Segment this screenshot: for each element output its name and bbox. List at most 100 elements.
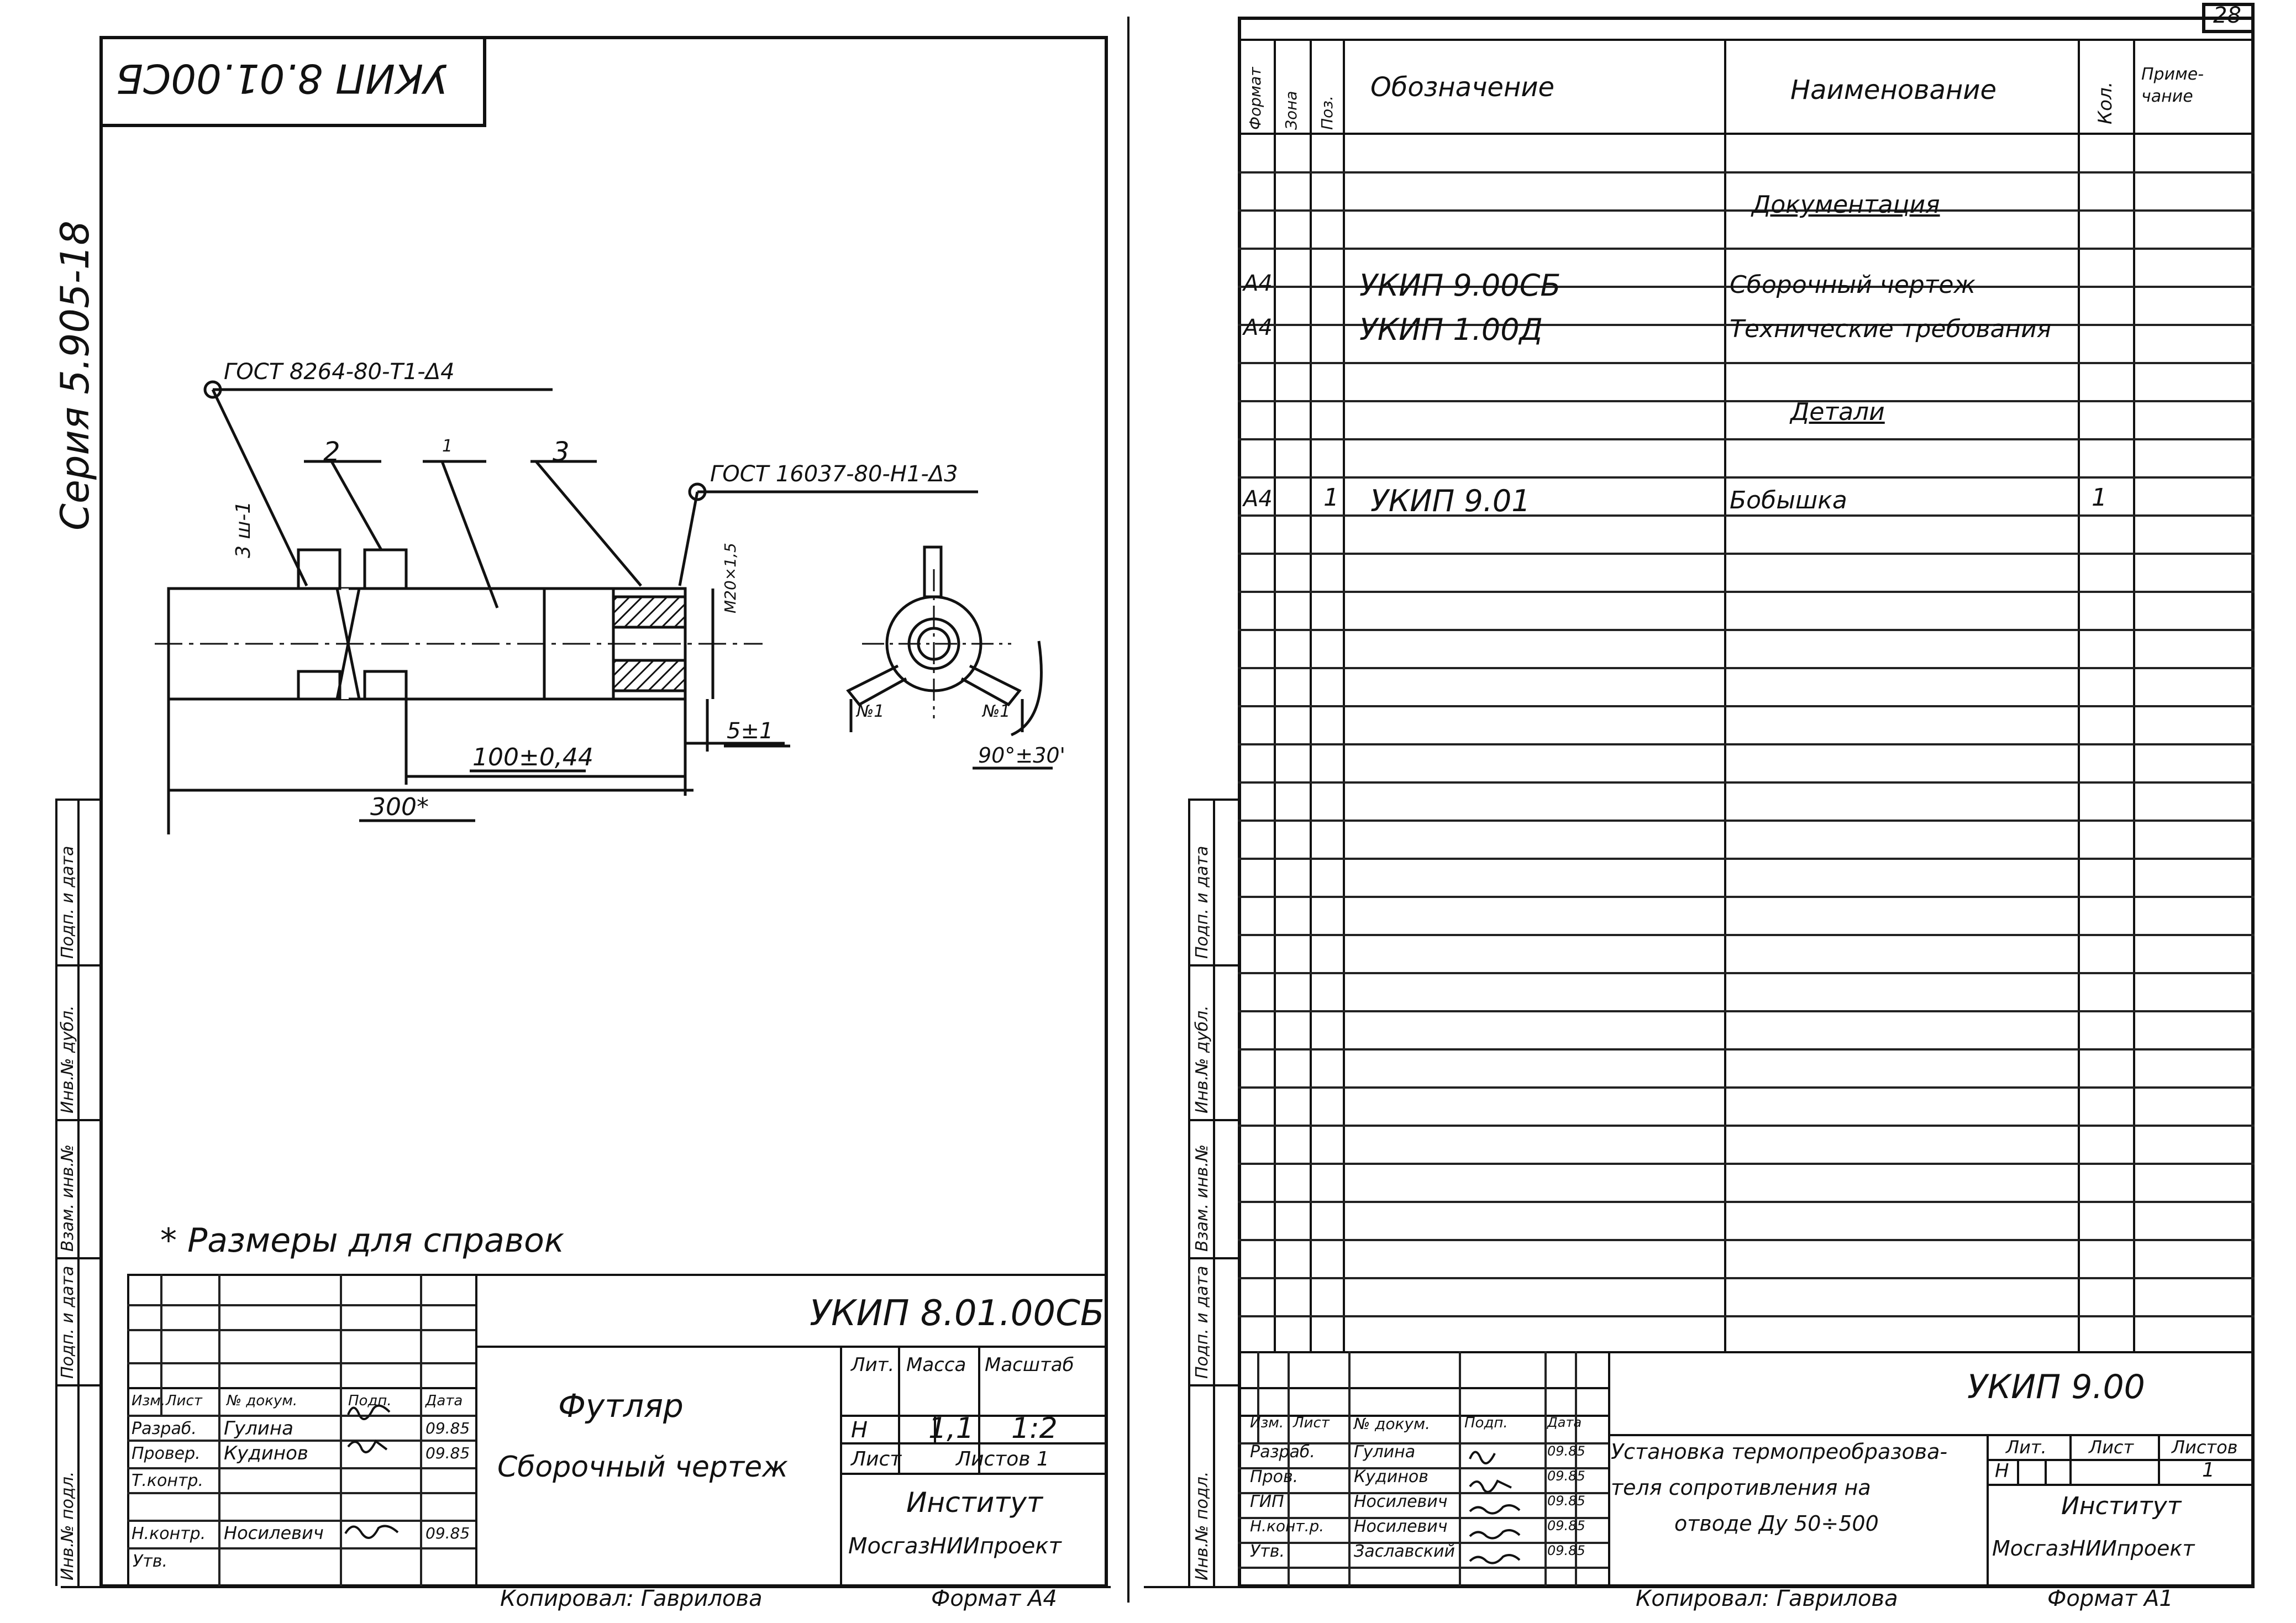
name-1: Кудинов bbox=[224, 1442, 308, 1464]
r-role-4: Утв. bbox=[1250, 1542, 1285, 1561]
part-name: Футляр bbox=[558, 1387, 684, 1425]
r-hdr-date: Дата bbox=[1547, 1415, 1582, 1430]
section-details: Детали bbox=[1790, 398, 1885, 426]
mass-header: Масса bbox=[906, 1354, 966, 1376]
r-hdr-list: Лист bbox=[1293, 1415, 1330, 1431]
spec-row-line bbox=[1238, 553, 2255, 555]
weld-n1-right: №1 bbox=[983, 702, 1011, 721]
section-documentation: Документация bbox=[1752, 191, 1940, 219]
row4-name: Бобышка bbox=[1730, 486, 1847, 514]
r-date-1: 09.85 bbox=[1547, 1468, 1585, 1484]
spec-row-line bbox=[1238, 514, 2255, 517]
left-code: УКИП 8.01.00СБ bbox=[810, 1293, 1105, 1334]
role-0: Разраб. bbox=[132, 1419, 197, 1438]
r-date-2: 09.85 bbox=[1547, 1493, 1585, 1509]
r-name-4: Заславский bbox=[1354, 1542, 1455, 1561]
r-name-line-2: теля сопротивления на bbox=[1611, 1475, 1871, 1500]
dim-100: 100±0,44 bbox=[472, 743, 593, 771]
row2-format: А4 bbox=[1243, 315, 1273, 340]
hdr-designation: Обозначение bbox=[1370, 72, 1555, 103]
row4-pos: 1 bbox=[1323, 484, 1339, 512]
spec-row-line bbox=[1238, 171, 2255, 174]
spec-row-line bbox=[1238, 743, 2255, 745]
r-lit-value: Н bbox=[1995, 1460, 2009, 1482]
r-sheet-header: Лист bbox=[2089, 1437, 2134, 1458]
hdr-izm: Изм. bbox=[132, 1393, 166, 1409]
r-name-0: Гулина bbox=[1354, 1442, 1416, 1462]
position-2: 2 bbox=[323, 437, 340, 468]
row4-code: УКИП 9.01 bbox=[1370, 484, 1531, 518]
date-1: 09.85 bbox=[425, 1444, 470, 1462]
spec-row-line bbox=[1238, 820, 2255, 822]
dim-angle: 90°±30' bbox=[978, 743, 1065, 768]
name-0: Гулина bbox=[224, 1417, 293, 1440]
row1-name: Сборочный чертеж bbox=[1730, 271, 1976, 299]
page-number-box bbox=[2202, 3, 2255, 33]
r-lit-header: Лит. bbox=[2006, 1437, 2047, 1458]
weld-n1-left: №1 bbox=[857, 702, 885, 721]
spec-row-line bbox=[1238, 1201, 2255, 1203]
spec-row-line bbox=[1238, 209, 2255, 212]
r-sheets-header: Листов bbox=[2172, 1437, 2238, 1458]
copied-by-right: Копировал: Гаврилова bbox=[1636, 1586, 1898, 1611]
r-name-1: Кудинов bbox=[1354, 1467, 1428, 1487]
r-sheets-value: 1 bbox=[2202, 1459, 2215, 1482]
spec-row-line bbox=[1238, 1315, 2255, 1317]
spec-row-line bbox=[1238, 781, 2255, 784]
left-bottom-line bbox=[61, 1586, 1111, 1588]
lit-value: Н bbox=[851, 1417, 868, 1443]
spec-row-line bbox=[1238, 1163, 2255, 1165]
r-hdr-doc: № докум. bbox=[1354, 1415, 1431, 1433]
format-right: Формат А1 bbox=[2047, 1586, 2173, 1611]
hdr-doc: № докум. bbox=[227, 1393, 298, 1409]
spec-row-line bbox=[1238, 1086, 2255, 1089]
r-role-3: Н.конт.р. bbox=[1250, 1517, 1325, 1535]
r-date-4: 09.85 bbox=[1547, 1543, 1585, 1558]
hdr-date: Дата bbox=[425, 1393, 463, 1409]
date-0: 09.85 bbox=[425, 1419, 470, 1437]
spec-row-line bbox=[1238, 591, 2255, 593]
scale-value: 1:2 bbox=[1011, 1412, 1058, 1445]
r-role-2: ГИП bbox=[1250, 1492, 1284, 1511]
r-name-3: Носилевич bbox=[1354, 1517, 1448, 1536]
right-code: УКИП 9.00 bbox=[1967, 1368, 2145, 1406]
scale-header: Масштаб bbox=[985, 1354, 1074, 1376]
r-hdr-izm: Изм. bbox=[1250, 1415, 1284, 1431]
date-3: 09.85 bbox=[425, 1524, 470, 1542]
spec-row-line bbox=[1238, 476, 2255, 479]
r-name-2: Носилевич bbox=[1354, 1492, 1448, 1511]
gost-label-1: ГОСТ 8264-80-Т1-Δ4 bbox=[224, 359, 455, 385]
r-name-line-1: Установка термопреобразова- bbox=[1611, 1440, 1948, 1464]
row4-qty: 1 bbox=[2092, 484, 2107, 512]
row2-name: Технические требования bbox=[1730, 315, 2052, 343]
org-line-2: МосгазНИИпроект bbox=[848, 1533, 1062, 1559]
mass-value: 1,1 bbox=[928, 1412, 974, 1445]
spec-row-line bbox=[1238, 1239, 2255, 1241]
hdr-list: Лист bbox=[166, 1393, 202, 1409]
copied-by-left: Копировал: Гаврилова bbox=[500, 1586, 763, 1611]
spec-row-line bbox=[1238, 362, 2255, 364]
spec-row-line bbox=[1238, 1125, 2255, 1127]
position-3: 3 bbox=[553, 437, 570, 468]
row2-code: УКИП 1.00Д bbox=[1359, 312, 1543, 347]
dim-300: 300* bbox=[370, 793, 429, 821]
spec-row-line bbox=[1238, 896, 2255, 898]
footnote: * Размеры для справок bbox=[160, 1221, 565, 1260]
spec-row-line bbox=[1238, 438, 2255, 440]
r-hdr-podp: Подп. bbox=[1464, 1415, 1508, 1431]
spec-row-line bbox=[1238, 400, 2255, 402]
lit-header: Лит. bbox=[851, 1354, 895, 1376]
dim-5: 5±1 bbox=[727, 718, 774, 744]
r-org-line-1: Институт bbox=[2061, 1492, 2182, 1520]
spec-row-line bbox=[1238, 324, 2255, 326]
role-1: Провер. bbox=[132, 1444, 201, 1463]
format-left: Формат А4 bbox=[931, 1586, 1057, 1611]
row1-format: А4 bbox=[1243, 271, 1273, 296]
sheet-label: Лист bbox=[851, 1448, 902, 1470]
role-4: Утв. bbox=[133, 1552, 167, 1571]
spec-row-line bbox=[1238, 248, 2255, 250]
row4-format: А4 bbox=[1243, 486, 1273, 512]
